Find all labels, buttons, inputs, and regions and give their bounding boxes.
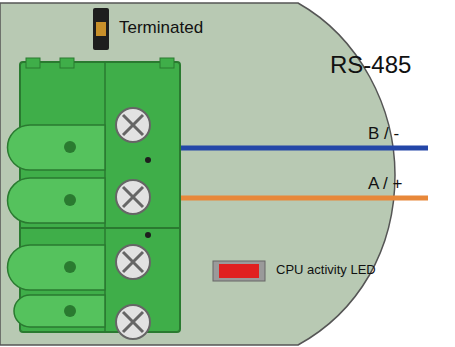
led-symbol xyxy=(213,261,265,281)
jumper-label: Terminated xyxy=(119,19,203,38)
diagram-title: RS-485 xyxy=(330,52,411,78)
signal-name: B / - xyxy=(368,125,399,144)
led-label: CPU activity LED xyxy=(276,263,376,277)
terminal-block xyxy=(8,58,181,339)
orange-wire xyxy=(175,198,428,199)
blue-wire xyxy=(175,148,428,149)
jumper-symbol xyxy=(93,8,109,50)
signal-name: A / + xyxy=(368,175,403,194)
